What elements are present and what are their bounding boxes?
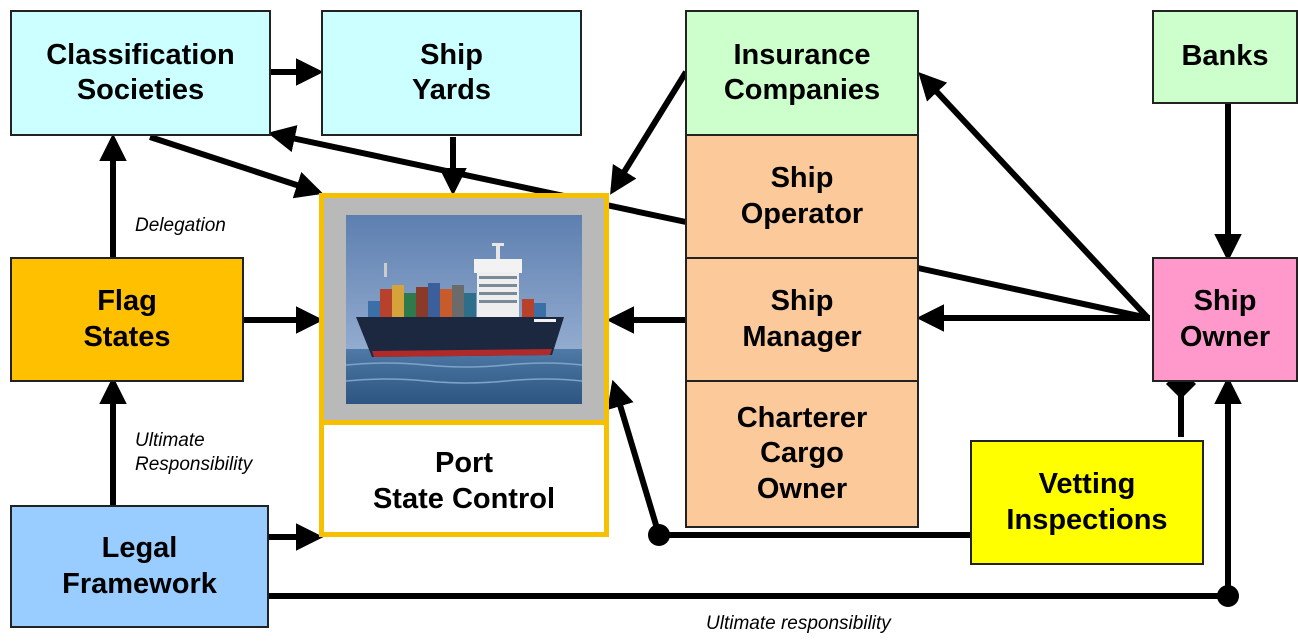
ship-photo-frame bbox=[324, 198, 604, 425]
node-legal-framework: Legal Framework bbox=[10, 505, 269, 628]
node-label-line: Ship bbox=[420, 38, 483, 71]
node-charterer-cargo-owner: Charterer Cargo Owner bbox=[685, 380, 919, 528]
arrow-insurance-to-psc bbox=[610, 70, 689, 195]
node-ship-manager: Ship Manager bbox=[685, 257, 919, 382]
container-ship-photo bbox=[346, 215, 582, 404]
node-ship-operator: Ship Operator bbox=[685, 134, 919, 259]
label-line: Responsibility bbox=[135, 453, 253, 475]
node-label-line: Framework bbox=[62, 567, 217, 600]
node-label-line: Charterer bbox=[736, 401, 868, 434]
node-flag-states: Flag States bbox=[10, 257, 244, 382]
node-label-line: Inspections bbox=[1006, 503, 1168, 536]
node-label-line: Ship bbox=[1193, 285, 1257, 318]
node-port-state-control: Port State Control bbox=[319, 193, 609, 537]
node-label-line: Operator bbox=[740, 197, 864, 230]
node-label-line: Ship bbox=[770, 285, 834, 318]
node-vetting-inspections: Vetting Inspections bbox=[970, 440, 1204, 565]
node-banks: Banks bbox=[1152, 10, 1298, 104]
node-label-line: Societies bbox=[76, 74, 205, 106]
line-owner-to-operator bbox=[917, 265, 1149, 321]
node-insurance-companies: Insurance Companies bbox=[685, 10, 919, 136]
node-label-line: Classification bbox=[46, 38, 235, 71]
node-label-line: Manager bbox=[742, 320, 862, 353]
node-ship-yards: Ship Yards bbox=[321, 10, 582, 136]
node-label-line: Banks bbox=[1181, 40, 1269, 73]
arrow-classification-to-psc bbox=[149, 134, 324, 199]
node-label-line: Port bbox=[435, 446, 493, 479]
psc-label: Port State Control bbox=[324, 430, 604, 532]
node-label-line: Insurance bbox=[733, 38, 871, 71]
node-label-line: Cargo bbox=[760, 437, 844, 470]
node-label-line: Legal bbox=[101, 532, 178, 565]
label-ultimate-responsibility-bottom: Ultimate responsibility bbox=[706, 613, 891, 634]
node-ship-owner: Ship Owner bbox=[1152, 257, 1298, 382]
node-label-line: State Control bbox=[372, 483, 556, 515]
node-label-line: Companies bbox=[723, 74, 881, 106]
arrow-owner-to-insurance bbox=[918, 71, 1151, 321]
arrow-operator-to-classification bbox=[267, 125, 687, 225]
node-classification-societies: Classification Societies bbox=[10, 10, 271, 136]
node-label-line: States bbox=[83, 320, 171, 353]
node-label-line: Ship bbox=[770, 162, 834, 195]
node-label-line: Vetting bbox=[1038, 468, 1136, 501]
junction-dot bbox=[1217, 585, 1239, 607]
label-ultimate-responsibility: Ultimate Responsibility bbox=[135, 429, 252, 477]
node-label-line: Yards bbox=[412, 74, 491, 106]
label-delegation: Delegation bbox=[135, 215, 226, 236]
junction-dot bbox=[648, 524, 670, 546]
node-label-line: Owner bbox=[756, 472, 848, 505]
label-line: Ultimate bbox=[135, 430, 205, 451]
node-label-line: Owner bbox=[1179, 320, 1271, 353]
node-label-line: Flag bbox=[97, 285, 157, 318]
